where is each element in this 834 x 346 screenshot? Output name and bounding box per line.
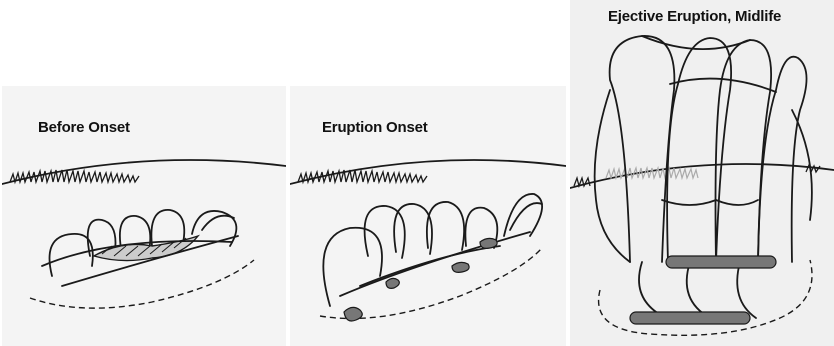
surface-line	[290, 160, 566, 184]
polarity-inversion-line	[30, 260, 254, 308]
panel-before-onset: Before Onset	[2, 86, 286, 346]
ejective-eruption-illustration	[570, 0, 834, 346]
flare-ribbon	[630, 312, 750, 324]
flare-ribbon-kernel	[344, 307, 362, 321]
eruption-onset-illustration	[290, 86, 566, 346]
flare-ribbon-kernel	[480, 238, 497, 248]
surface-line	[570, 164, 834, 188]
sheared-field-line	[340, 232, 530, 296]
panel-eruption-onset: Eruption Onset	[290, 86, 566, 346]
panel-ejective-eruption-midlife: Ejective Eruption, Midlife	[570, 0, 834, 346]
surface-line	[2, 160, 286, 184]
before-onset-illustration	[2, 86, 286, 346]
flare-ribbon	[666, 256, 776, 268]
flare-ribbon-kernel	[386, 278, 399, 288]
flare-ribbon-kernel	[452, 262, 469, 272]
